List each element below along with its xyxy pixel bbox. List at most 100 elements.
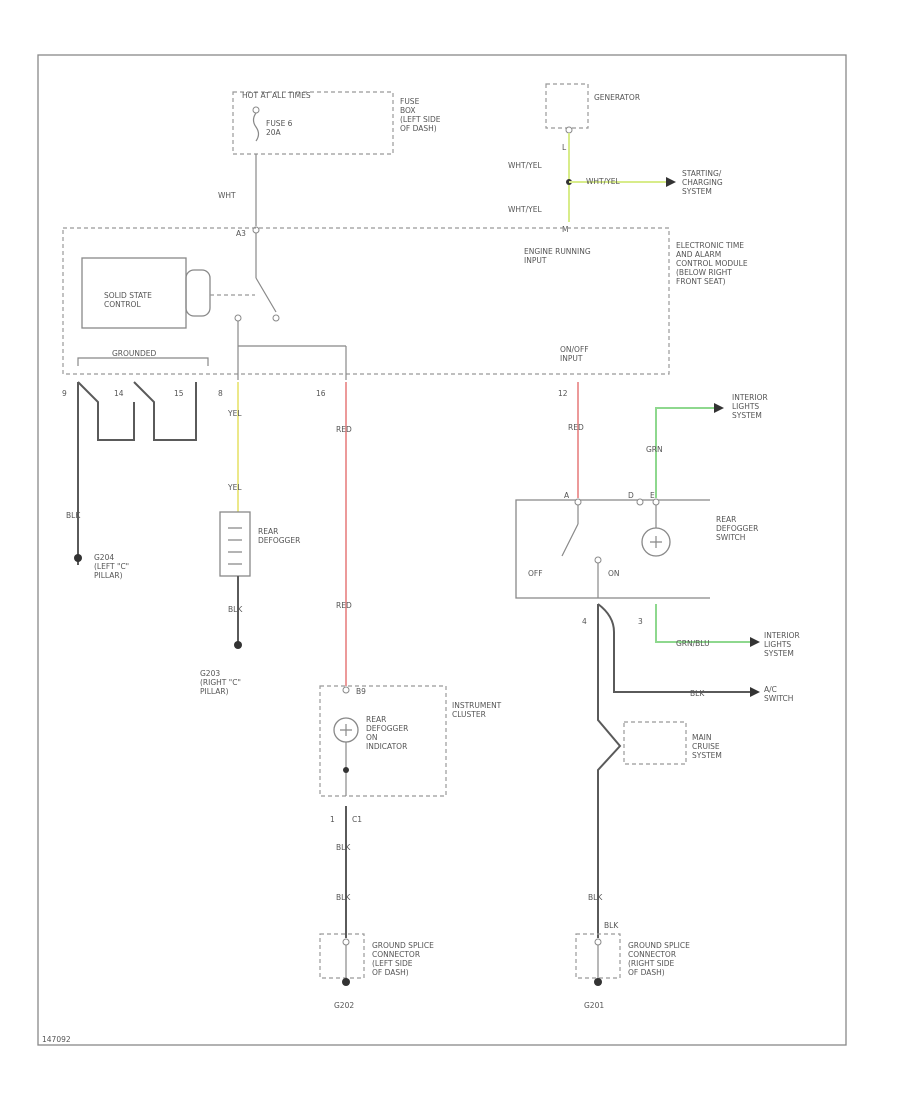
switch-contact-on (594, 556, 602, 564)
g204-label: G204(LEFT "C"PILLAR) (94, 553, 129, 580)
relay-contact-pin (272, 314, 280, 322)
g201-ground (594, 978, 602, 986)
red-label-1: RED (336, 425, 352, 434)
g204-ground (74, 554, 82, 562)
generator-pin-l (565, 126, 573, 134)
pin-a3-label: A3 (236, 229, 246, 238)
pin-16-label: 16 (316, 389, 326, 398)
splice-left-outline (319, 933, 365, 979)
diagram-frame (37, 54, 847, 1046)
switch-lamp-filament (650, 536, 662, 548)
pin-m-label: M (562, 225, 568, 234)
rear-defogger-grid (228, 527, 242, 565)
blk-label-7: BLK (604, 921, 619, 930)
grn-blu-label: GRN/BLU (676, 639, 710, 648)
pin-15-label: 15 (174, 389, 184, 398)
cluster-splice (343, 767, 349, 773)
red-label-3: RED (568, 423, 584, 432)
blk-label-6: BLK (336, 893, 351, 902)
arrow-ac (750, 687, 760, 697)
etacs-module-outline (62, 227, 670, 375)
grounded-label: GROUNDED (112, 349, 157, 358)
c1-label: C1 (352, 815, 362, 824)
fuse-symbol (252, 112, 260, 142)
wht-label: WHT (218, 191, 236, 200)
pin-3-label: 3 (638, 617, 643, 626)
g202-label: G202 (334, 1001, 354, 1010)
switch-outline (515, 499, 710, 599)
grounded-wire (77, 381, 197, 565)
pin-l-label: L (562, 143, 567, 152)
b9-pin (342, 686, 350, 694)
yel-label-2: YEL (227, 483, 242, 492)
switch-pin-a (574, 498, 582, 506)
g201-label: G201 (584, 1001, 604, 1010)
pin-c1-1-label: 1 (330, 815, 335, 824)
rear-defogger-box (219, 511, 251, 577)
fuse-pin-top (252, 106, 260, 114)
pin-e-label: E (650, 491, 655, 500)
switch-pin-d (636, 498, 644, 506)
on-label: ON (608, 569, 620, 578)
pin-9-label: 9 (62, 389, 67, 398)
off-label: OFF (528, 569, 543, 578)
pin-8-label: 8 (218, 389, 223, 398)
arrow-interior-2 (750, 637, 760, 647)
wht-yel-label-3: WHT/YEL (508, 205, 542, 214)
yel-label-1: YEL (227, 409, 242, 418)
black-wire-4-down (597, 604, 622, 938)
splice-right-outline (575, 933, 621, 979)
grounded-bracket (77, 357, 209, 366)
switch-pin-e (652, 498, 660, 506)
arrow-interior-1 (714, 403, 724, 413)
main-cruise-outline (623, 721, 687, 765)
g203-ground (234, 641, 242, 649)
blk-label-4: BLK (588, 893, 603, 902)
blk-label-1: BLK (66, 511, 81, 520)
generator-outline (545, 83, 589, 129)
figure-id: 147092 (42, 1035, 71, 1044)
g202-ground (342, 978, 350, 986)
wht-yel-label-1: WHT/YEL (508, 161, 542, 170)
splice-left-pin (342, 938, 350, 946)
green-wire-bottom (655, 604, 750, 643)
pin-14-label: 14 (114, 389, 124, 398)
wht-yel-label-2: WHT/YEL (586, 177, 620, 186)
splice-right-pin (594, 938, 602, 946)
arrow-starting (666, 177, 676, 187)
generator-label: GENERATOR (594, 93, 640, 102)
blk-label-5: BLK (336, 843, 351, 852)
instrument-cluster-outline (319, 685, 447, 797)
blk-label-2: BLK (228, 605, 243, 614)
green-wire-top (655, 407, 714, 498)
pin-b9-label: B9 (356, 687, 366, 696)
red-label-2: RED (336, 601, 352, 610)
black-wire-4 (597, 603, 750, 693)
relay-contact (255, 277, 277, 313)
solid-state-tab (185, 269, 211, 317)
fuse-box-outline (232, 91, 394, 155)
pin-d-label: D (628, 491, 634, 500)
g203-label: G203(RIGHT "C"PILLAR) (200, 669, 241, 696)
grn-label-1: GRN (646, 445, 663, 454)
switch-blade (561, 523, 579, 557)
pin-4-label: 4 (582, 617, 587, 626)
relay-out-pin (234, 314, 242, 322)
